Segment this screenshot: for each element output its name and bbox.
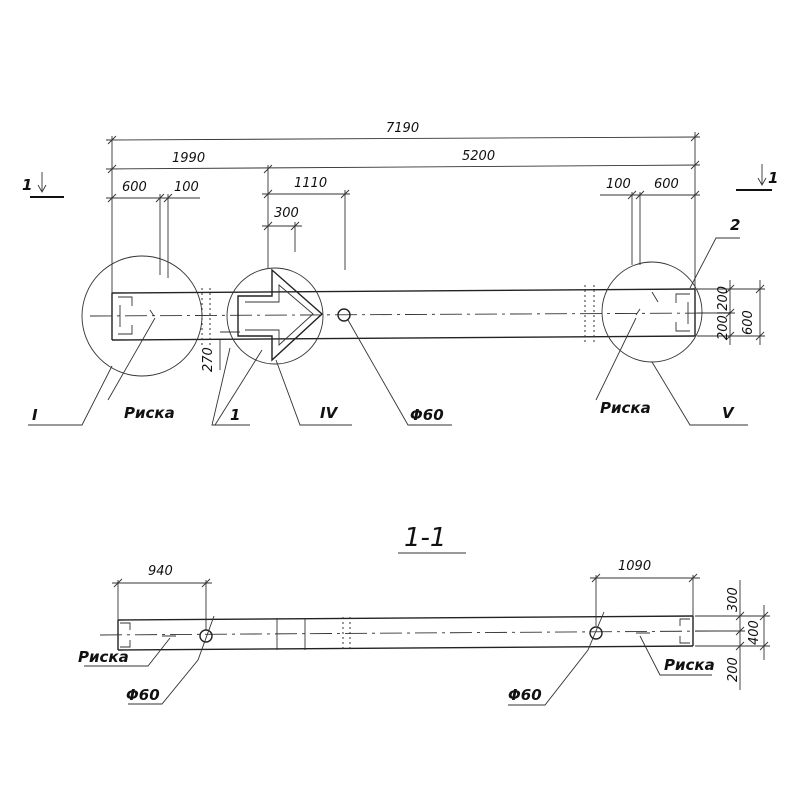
extension-lines: [111, 132, 696, 293]
dim-right-span: 5200: [462, 149, 495, 164]
dim-left-600: 600: [122, 180, 147, 195]
hole-phi60-elevation: [337, 308, 351, 322]
vertical-dims-right: [697, 280, 765, 345]
dim-vert-270: 270: [201, 347, 216, 372]
dim-vert-300: 300: [726, 587, 741, 612]
section-1-1-view: 1-1: [78, 523, 770, 706]
dim-left-span: 1990: [172, 151, 205, 166]
beam-section-body: [99, 615, 721, 651]
dim-vert-600: 600: [741, 310, 756, 335]
beam-elevation-body: [89, 285, 721, 345]
section-leader-lines: [84, 611, 712, 706]
dim-vert-200-200: 200|200: [716, 286, 731, 340]
detail-circle-I: [81, 255, 203, 377]
section-hole-left-label: Φ60: [126, 686, 160, 704]
dim-total: 7190: [386, 121, 419, 136]
dim-vert-200: 200: [726, 657, 741, 682]
section-risk-left: Риска: [78, 648, 129, 666]
section-mark-left-label: 1: [22, 176, 32, 194]
risk-left-label: Риска: [124, 404, 175, 422]
node-IV-label: IV: [320, 404, 339, 422]
risk-right-label: Риска: [600, 399, 651, 417]
node-I-label: I: [32, 406, 38, 424]
dim-1090: 1090: [618, 559, 651, 574]
dim-300: 300: [274, 206, 299, 221]
arrow-reinforcement: [237, 268, 324, 362]
hole-phi60-label: Φ60: [410, 406, 444, 424]
section-mark-left: [30, 172, 64, 198]
section-hole-right-label: Φ60: [508, 686, 542, 704]
dim-1110: 1110: [294, 176, 327, 191]
detail-circle-IV: [226, 267, 324, 365]
detail-circle-V: [601, 261, 703, 363]
section-mark-right-label: 1: [768, 169, 778, 187]
section-risk-right: Риска: [664, 656, 715, 674]
dimension-lines: [105, 132, 701, 231]
node-V-label: V: [722, 404, 735, 422]
dim-right-600: 600: [654, 177, 679, 192]
elevation-view: 7190 1990 5200 600 100 1110 300 100 600 …: [22, 121, 778, 426]
section-mark-right: [736, 164, 772, 191]
dim-vert-400: 400: [747, 620, 762, 645]
section-title: 1-1: [404, 523, 446, 553]
dim-left-100: 100: [174, 180, 199, 195]
hole-left-section: [199, 629, 213, 643]
hole-right-section: [589, 626, 603, 640]
part-2-label: 2: [730, 216, 740, 234]
dim-940: 940: [148, 564, 173, 579]
leader-lines: [28, 237, 748, 426]
part-1-label: 1: [230, 406, 240, 424]
dim-right-100: 100: [606, 177, 631, 192]
section-dimension-lines: [112, 573, 770, 690]
